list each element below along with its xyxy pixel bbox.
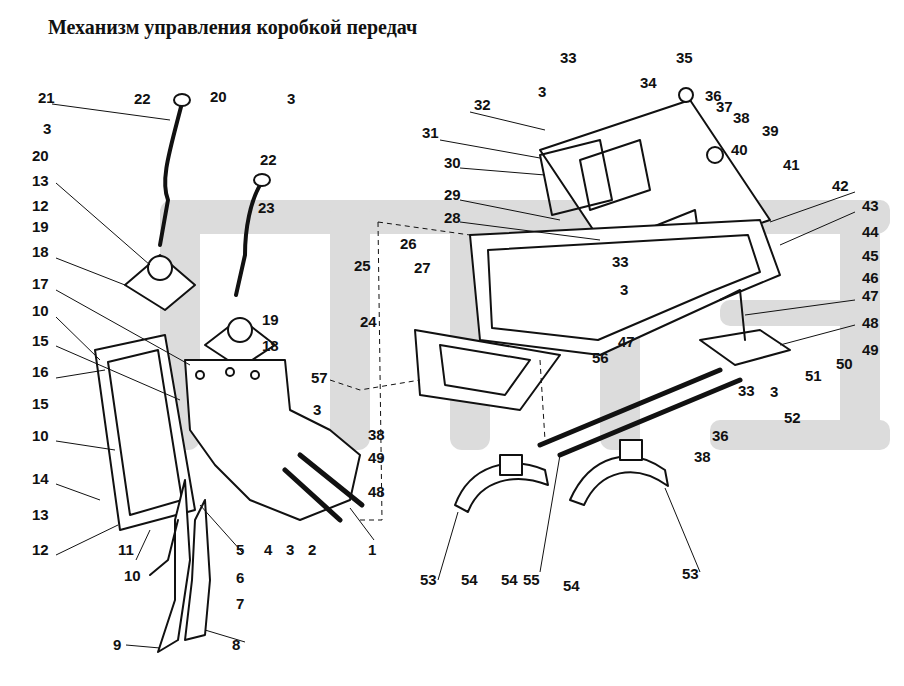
callout-number: 49: [862, 342, 879, 357]
callout-number: 19: [262, 312, 279, 327]
callout-number: 5: [236, 542, 244, 557]
callout-number: 7: [236, 596, 244, 611]
callout-number: 38: [733, 110, 750, 125]
callout-number: 6: [236, 570, 244, 585]
callout-number: 31: [422, 125, 439, 140]
callout-number: 30: [444, 155, 461, 170]
callout-number: 3: [313, 402, 321, 417]
callout-number: 18: [262, 338, 279, 353]
callout-number: 28: [444, 210, 461, 225]
callout-number: 13: [32, 507, 49, 522]
callout-number: 13: [32, 173, 49, 188]
callout-number: 12: [32, 542, 49, 557]
callout-number: 26: [400, 236, 417, 251]
callout-number: 52: [784, 410, 801, 425]
callout-number: 57: [311, 370, 328, 385]
callout-number: 27: [414, 260, 431, 275]
callout-number: 9: [113, 637, 121, 652]
callout-number: 39: [762, 123, 779, 138]
callout-number: 19: [32, 219, 49, 234]
callout-number: 23: [258, 200, 275, 215]
callout-number: 10: [32, 303, 49, 318]
callout-number: 3: [770, 384, 778, 399]
callout-number: 10: [124, 568, 141, 583]
callout-number: 46: [862, 270, 879, 285]
callout-number: 2: [308, 542, 316, 557]
callout-number: 34: [640, 75, 657, 90]
callout-number: 38: [694, 449, 711, 464]
callout-number: 47: [862, 288, 879, 303]
callout-number: 22: [260, 152, 277, 167]
callout-number: 3: [287, 91, 295, 106]
callout-number: 54: [461, 572, 478, 587]
callout-number: 35: [676, 50, 693, 65]
callout-number: 15: [32, 396, 49, 411]
callout-number: 21: [38, 90, 55, 105]
callout-number: 42: [832, 178, 849, 193]
callout-number: 48: [368, 484, 385, 499]
callout-number: 44: [862, 224, 879, 239]
callout-number: 20: [32, 148, 49, 163]
callout-number: 38: [368, 427, 385, 442]
callout-number: 3: [286, 542, 294, 557]
callout-number: 11: [118, 542, 134, 557]
callout-number: 51: [805, 368, 822, 383]
callout-number: 16: [32, 364, 49, 379]
callout-number: 8: [232, 637, 240, 652]
callout-number: 50: [836, 356, 853, 371]
title: Механизм управления коробкой передач: [48, 16, 417, 39]
callout-number: 15: [32, 333, 49, 348]
callout-number: 18: [32, 244, 49, 259]
callout-number: 56: [592, 350, 609, 365]
callout-number: 4: [264, 542, 272, 557]
callout-number: 29: [444, 187, 461, 202]
callout-number: 33: [560, 50, 577, 65]
callout-number: 41: [783, 157, 800, 172]
callout-number: 37: [716, 99, 733, 114]
callout-number: 55: [523, 572, 540, 587]
callout-number: 33: [738, 383, 755, 398]
callout-number: 40: [731, 142, 748, 157]
callout-number: 33: [612, 254, 629, 269]
callout-number: 10: [32, 428, 49, 443]
callout-number: 22: [134, 91, 151, 106]
callout-number: 53: [682, 566, 699, 581]
callout-number: 45: [862, 248, 879, 263]
callout-number: 3: [620, 282, 628, 297]
callout-number: 49: [368, 450, 385, 465]
callout-number: 48: [862, 315, 879, 330]
callout-number: 20: [210, 89, 227, 104]
callout-number: 47: [618, 334, 635, 349]
callout-number: 12: [32, 198, 49, 213]
callout-number: 36: [712, 428, 729, 443]
callout-number: 25: [354, 258, 371, 273]
callout-number: 3: [538, 84, 546, 99]
callout-number: 1: [368, 542, 376, 557]
callout-number: 32: [474, 97, 491, 112]
callout-number: 24: [360, 314, 377, 329]
callout-number: 53: [420, 572, 437, 587]
callout-number: 43: [862, 198, 879, 213]
callout-number: 17: [32, 276, 49, 291]
callout-number: 14: [32, 471, 49, 486]
callout-number: 54: [563, 578, 580, 593]
callout-number: 54: [501, 572, 518, 587]
callout-number: 3: [43, 121, 51, 136]
